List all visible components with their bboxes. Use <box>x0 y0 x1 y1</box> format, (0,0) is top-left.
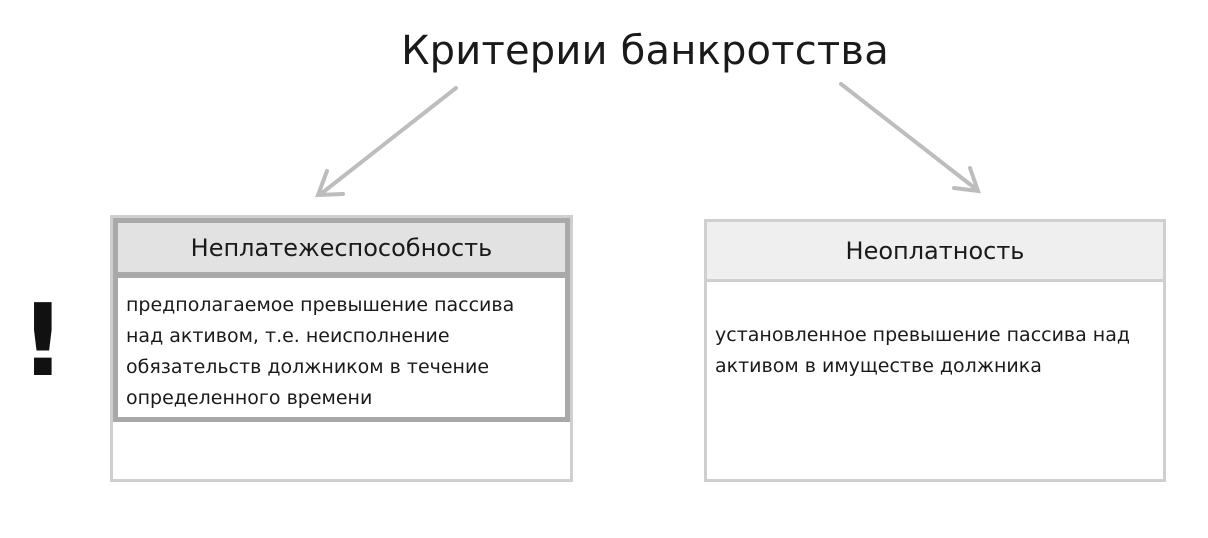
non-payment-header: Неоплатность <box>707 222 1163 282</box>
insolvency-description: предполагаемое превышение пассива над ак… <box>113 278 570 422</box>
non-payment-description: установленное превышение пассива над акт… <box>715 324 1131 377</box>
diagram-title: Критерии банкротства <box>401 28 889 74</box>
arrow-to-right-box <box>839 82 981 194</box>
insolvency-box: Неплатежеспособность предполагаемое прев… <box>110 215 573 482</box>
exclamation-marker: ! <box>20 282 66 399</box>
non-payment-box: Неоплатность установленное превышение па… <box>704 219 1166 482</box>
insolvency-header: Неплатежеспособность <box>113 218 570 278</box>
arrow-to-left-box <box>315 86 458 198</box>
